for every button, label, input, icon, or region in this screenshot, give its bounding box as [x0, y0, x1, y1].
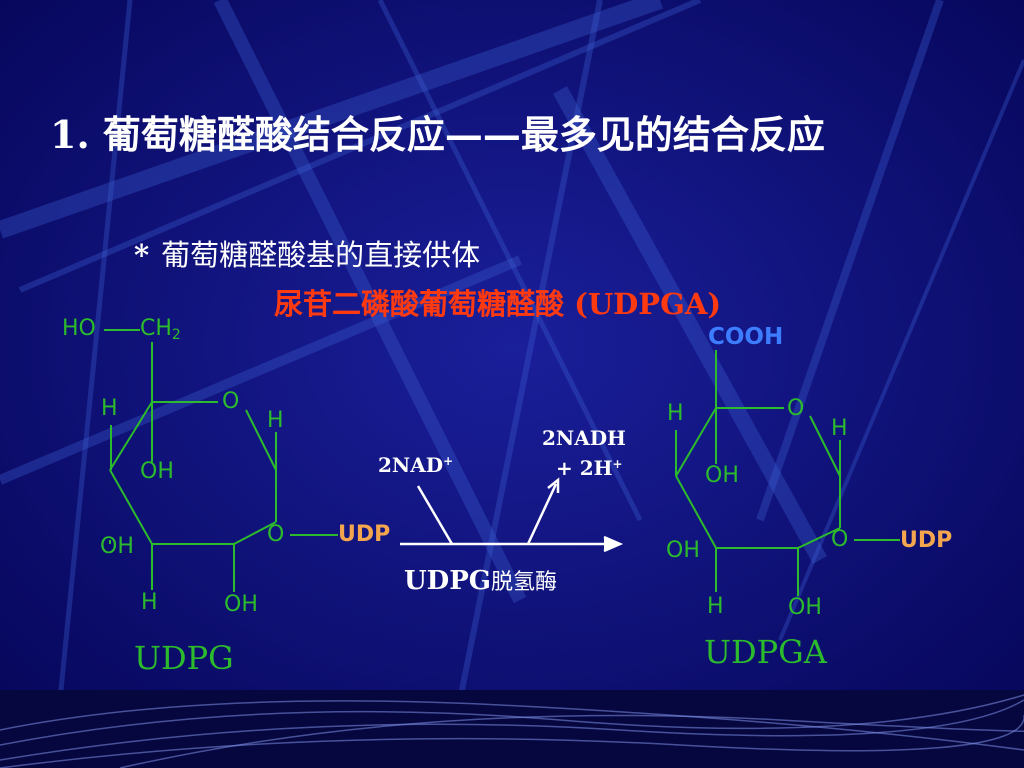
product-charge: + [612, 457, 623, 471]
udpga-oh-center: OH [705, 463, 739, 488]
reactant-charge: + [443, 454, 454, 468]
udpg-oh-left: OH [100, 534, 134, 559]
bullet-symbol: * [134, 238, 150, 272]
product-label-line1: 2NADH [542, 426, 626, 450]
product-label-line2: + 2H+ [556, 458, 623, 478]
udpg-ch2-label: CH2 [140, 316, 181, 343]
udpg-oh-bottom: OH [224, 592, 258, 617]
udpg-bonds [104, 329, 338, 592]
enzyme-label: UDPG脱氢酶 [404, 564, 557, 596]
udpg-name-label: UDPG [134, 639, 234, 677]
bullet-text: 葡萄糖醛酸基的直接供体 [161, 238, 481, 272]
bottom-stripes-decoration [0, 690, 1024, 768]
udpg-udp-label: UDP [338, 522, 391, 547]
subtitle-udpga: 尿苷二磷酸葡萄糖醛酸 (UDPGA) [274, 287, 722, 321]
reactant-text: 2NAD [378, 453, 444, 477]
udpga-cooh-label: COOH [708, 324, 784, 350]
product-line2-text: + 2H [556, 456, 613, 480]
udpga-h-bottom: H [707, 594, 724, 619]
enzyme-latin: UDPG [404, 566, 491, 596]
udpg-h-bottom: H [141, 590, 158, 615]
udpga-bonds [675, 350, 900, 596]
udpg-ch-subscript: 2 [171, 327, 181, 343]
udpga-oh-bottom: OH [788, 595, 822, 620]
udpg-oh-center: OH [140, 459, 174, 484]
reaction-arrow [400, 477, 624, 553]
slide-title: 1. 葡萄糖醛酸结合反应——最多见的结合反应 [50, 112, 825, 157]
udpga-h-top-right: H [831, 416, 848, 441]
udpga-udp-label: UDP [900, 528, 953, 553]
enzyme-chinese: 脱氢酶 [490, 570, 557, 595]
udpga-ring-oxygen: O [787, 396, 805, 421]
udpg-ho-label: HO [62, 316, 96, 341]
udpg-h-top-right: H [267, 408, 284, 433]
udpga-oxygen-bottom: O [831, 527, 849, 552]
reactant-label: 2NAD+ [378, 455, 453, 475]
udpga-name-label: UDPGA [704, 633, 827, 671]
udpga-h-top-left: H [667, 401, 684, 426]
udpg-h-top-left: H [101, 396, 118, 421]
udpg-oxygen-bottom: O [267, 522, 285, 547]
udpg-ring-oxygen: O [222, 389, 240, 414]
bullet-line: * 葡萄糖醛酸基的直接供体 [134, 232, 480, 274]
udpg-ch-text: CH [140, 316, 172, 341]
udpga-oh-left: OH [666, 538, 700, 563]
